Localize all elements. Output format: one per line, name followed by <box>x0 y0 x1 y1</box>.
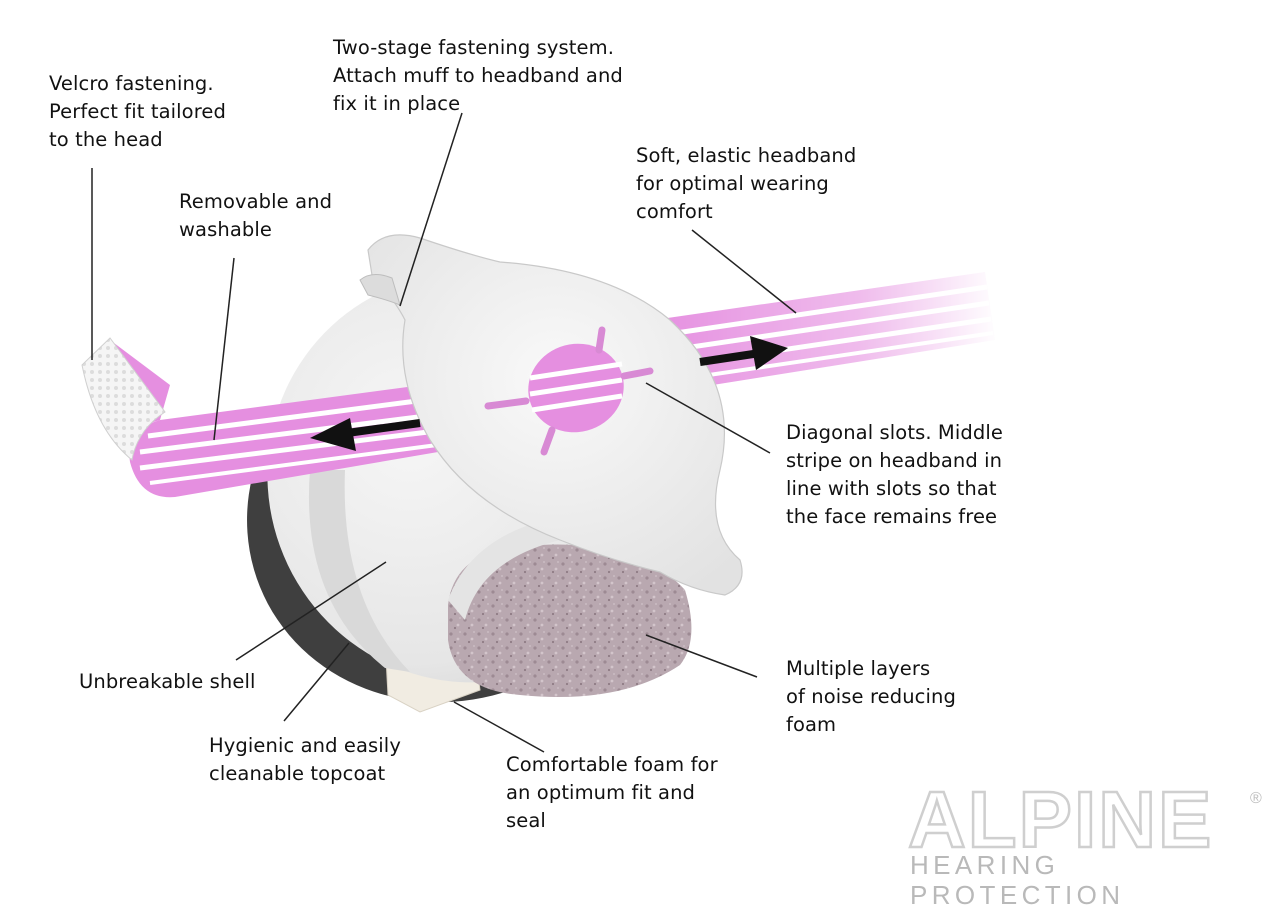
leader-hygienic <box>283 642 350 722</box>
leader-multiple <box>645 634 758 678</box>
label-removable: Removable and washable <box>179 190 333 241</box>
leader-two-stage <box>399 112 463 307</box>
leader-shell <box>235 561 387 661</box>
plate-hole <box>528 343 624 433</box>
brand-logo: ALPINE <box>907 775 1214 864</box>
label-unbreakable-shell: Unbreakable shell <box>79 670 256 693</box>
leader-lines <box>91 112 797 753</box>
label-two-stage: Two-stage fastening system. Attach muff … <box>333 36 623 115</box>
label-multiple-layers: Multiple layers of noise reducing foam <box>786 657 956 736</box>
leader-comfort <box>453 701 545 753</box>
arrow-left <box>310 418 421 451</box>
leader-diagonal <box>645 382 771 454</box>
label-soft-headband: Soft, elastic headband for optimal weari… <box>636 144 857 223</box>
brand-registered-mark: ® <box>1250 790 1262 807</box>
leader-soft <box>691 229 797 314</box>
label-velcro: Velcro fastening. Perfect fit tailored t… <box>49 72 226 151</box>
noise-foam <box>448 544 692 697</box>
brand-tagline: HEARING PROTECTION <box>910 850 1125 910</box>
label-comfortable-foam: Comfortable foam for an optimum fit and … <box>506 753 718 832</box>
diagonal-slots <box>484 326 654 456</box>
shell-cut-edge <box>448 520 560 620</box>
arrow-right <box>699 336 788 370</box>
leader-removable <box>213 257 235 441</box>
label-diagonal-slots: Diagonal slots. Middle stripe on headban… <box>786 421 1003 528</box>
label-hygienic: Hygienic and easily cleanable topcoat <box>209 734 401 785</box>
velcro-strip <box>81 337 166 461</box>
